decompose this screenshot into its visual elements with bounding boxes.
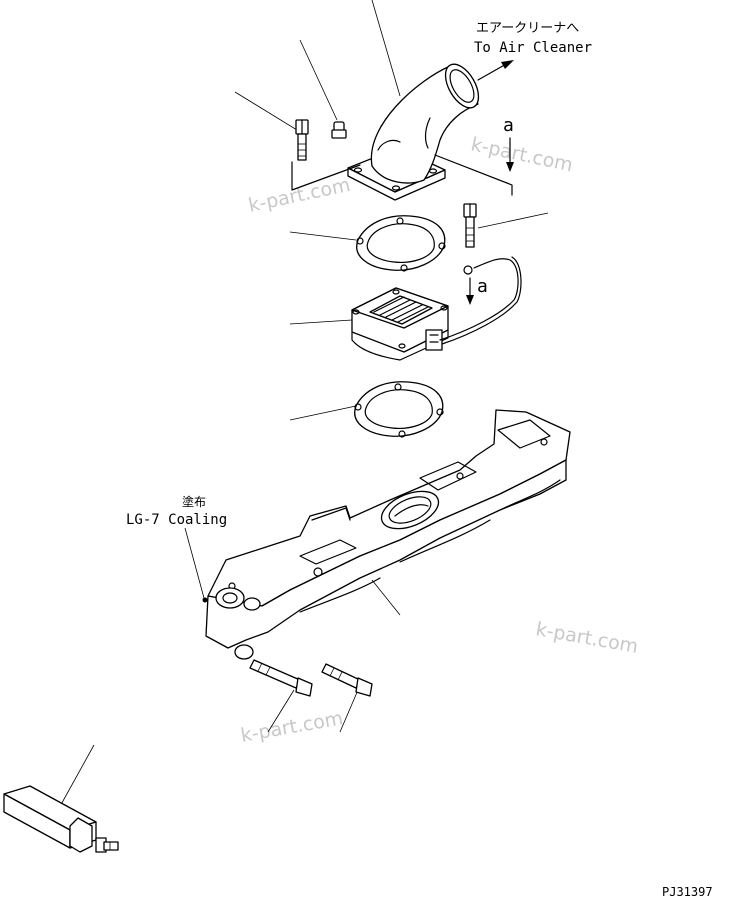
upper-gasket	[356, 215, 446, 272]
heater-cable	[439, 256, 522, 345]
connection-mark-lower: a	[466, 276, 488, 305]
heater-bolt	[463, 203, 477, 248]
mounting-brackets	[291, 154, 513, 196]
watermark-2: k-part.com	[469, 133, 575, 176]
coating-point	[202, 597, 208, 603]
watermark-1: k-part.com	[246, 174, 352, 217]
connection-mark-upper: a	[503, 115, 514, 172]
intake-heater	[351, 287, 449, 361]
intake-manifold	[205, 409, 571, 660]
elbow-bolt	[295, 119, 309, 161]
mark-a-upper: a	[503, 115, 514, 136]
air-cleaner-label-en: To Air Cleaner	[474, 40, 592, 56]
coating-label-jp: 塗布	[182, 494, 206, 509]
watermark-3: k-part.com	[534, 618, 640, 658]
mark-a-lower: a	[477, 276, 488, 297]
plug	[331, 121, 347, 139]
coating-label-en: LG-7 Coaling	[126, 512, 227, 528]
watermark-4: k-part.com	[239, 707, 345, 747]
manifold-bolt-left	[249, 659, 313, 697]
labels: エアークリーナへ To Air Cleaner 塗布 LG-7 Coaling …	[126, 21, 713, 899]
lower-gasket	[354, 381, 444, 438]
air-cleaner-label-jp: エアークリーナへ	[476, 21, 579, 36]
air-cleaner-arrow	[477, 60, 514, 81]
leader-lines	[57, 0, 549, 811]
intake-sensor	[3, 785, 119, 853]
watermarks: k-part.com k-part.com k-part.com k-part.…	[239, 133, 640, 747]
air-inlet-elbow	[347, 63, 480, 201]
drawing-code: PJ31397	[662, 885, 713, 899]
manifold-bolt-right	[321, 663, 373, 697]
